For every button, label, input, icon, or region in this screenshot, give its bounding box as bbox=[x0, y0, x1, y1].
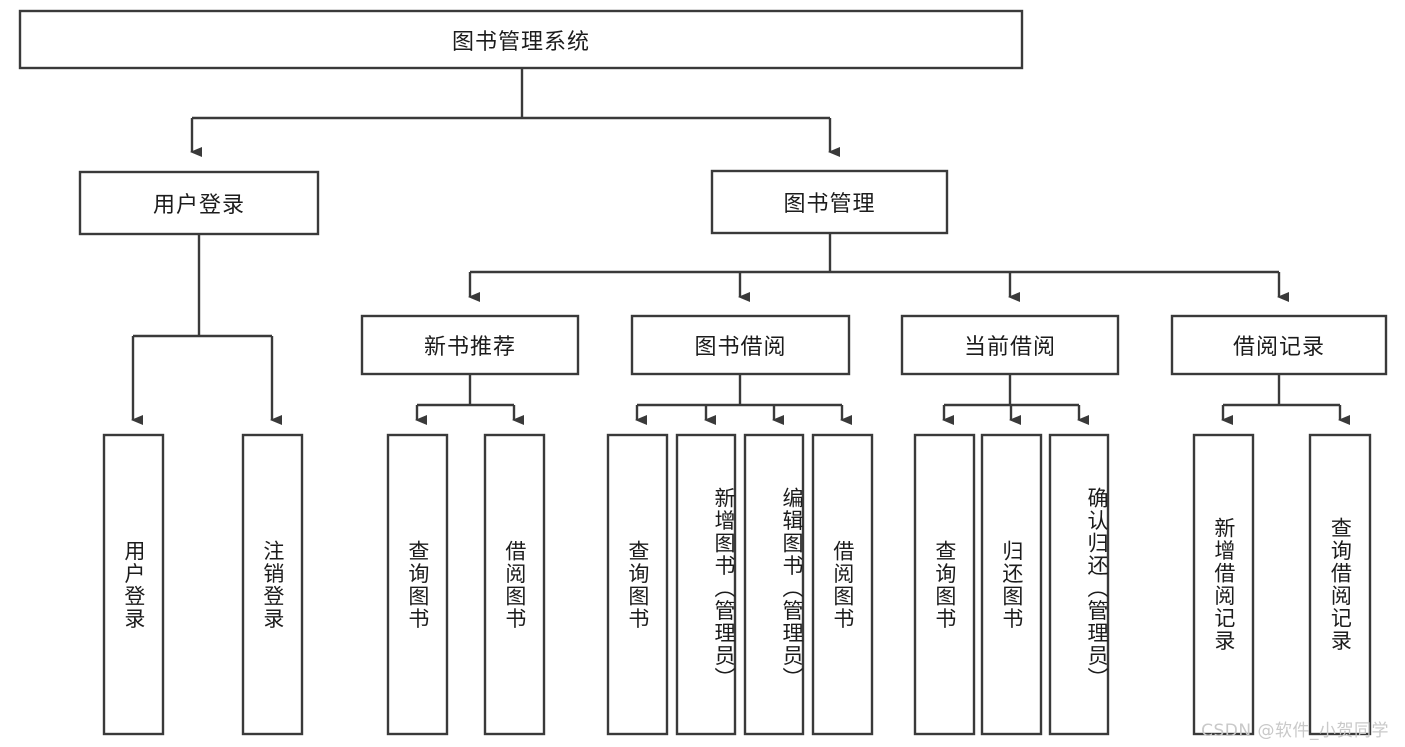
node-borrow-record[interactable] bbox=[1170, 314, 1388, 376]
leaf-user-login-logout[interactable] bbox=[241, 433, 304, 736]
connector-borrow-record-to-leaves bbox=[1221, 374, 1350, 425]
connector-book-borrow-to-leaves bbox=[635, 374, 852, 425]
connector-current-borrow-to-leaves bbox=[942, 374, 1089, 425]
node-current-borrow[interactable] bbox=[900, 314, 1120, 376]
leaf-recommend-query-book[interactable] bbox=[386, 433, 449, 736]
leaf-current-query-book[interactable] bbox=[913, 433, 976, 736]
node-root-book-management-system[interactable] bbox=[18, 9, 1024, 70]
connector-root-to-level2 bbox=[190, 68, 840, 157]
node-new-book-recommend[interactable] bbox=[360, 314, 580, 376]
connector-user-login-to-leaves bbox=[131, 234, 282, 425]
node-book-borrow[interactable] bbox=[630, 314, 851, 376]
leaf-current-confirm-return-admin[interactable] bbox=[1048, 433, 1110, 736]
leaf-borrow-edit-book-admin[interactable] bbox=[743, 433, 805, 736]
leaf-recommend-borrow-book[interactable] bbox=[483, 433, 546, 736]
leaf-record-add-record[interactable] bbox=[1192, 433, 1255, 736]
leaf-borrow-add-book-admin[interactable] bbox=[675, 433, 737, 736]
node-book-management[interactable] bbox=[710, 169, 949, 235]
leaf-current-return-book[interactable] bbox=[980, 433, 1043, 736]
connector-new-book-recommend-to-leaves bbox=[415, 374, 524, 425]
leaf-borrow-borrow-book[interactable] bbox=[811, 433, 874, 736]
node-user-login[interactable] bbox=[78, 170, 320, 236]
leaf-borrow-query-book[interactable] bbox=[606, 433, 669, 736]
leaf-user-login-login[interactable] bbox=[102, 433, 165, 736]
connector-book-management-to-level3 bbox=[468, 233, 1289, 302]
leaf-record-query-record[interactable] bbox=[1308, 433, 1372, 736]
